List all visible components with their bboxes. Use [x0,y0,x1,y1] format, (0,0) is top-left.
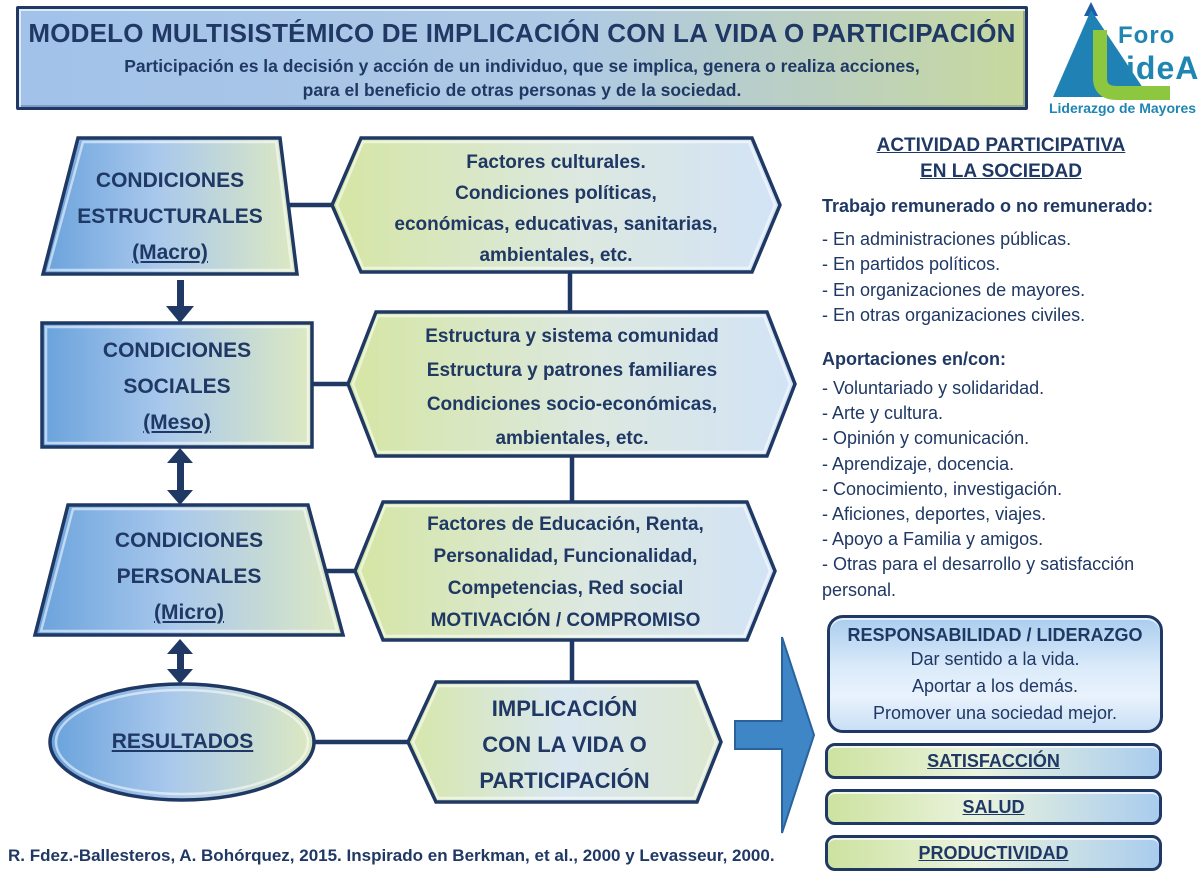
double-arrow-down-head-icon [167,490,193,505]
hexagon-factores-culturales [330,136,782,274]
bevel [351,314,792,454]
responsabilidad-line: Dar sentido a la vida. [910,649,1080,669]
work-item-list: - En administraciones públicas. - En par… [822,227,1194,329]
label-hexagon-factores-culturales: Factores culturales. Condiciones polític… [394,152,718,266]
down-arrow-head-icon [166,306,194,323]
contrib-item: - Opinión y comunicación. [822,428,1030,449]
contrib-item-list: - Voluntariado y solidaridad. - Arte y c… [822,376,1194,603]
double-arrow-icon [177,459,184,495]
bar-satisfaccion: SATISFACCIÓN [825,743,1162,779]
footer-citation: R. Fdez.-Ballesteros, A. Bohórquez, 2015… [8,846,775,865]
label-condiciones-estructurales: CONDICIONES ESTRUCTURALES (Macro) [77,169,263,264]
label-hexagon-estructura-comunidad: Estructura y sistema comunidad Estructur… [425,326,719,449]
flow-arrows [166,280,194,684]
bevel [39,507,339,633]
label-condiciones-personales: CONDICIONES PERSONALES (Micro) [114,529,264,624]
responsabilidad-box: RESPONSABILIDAD / LIDERAZGO Dar sentido … [827,615,1163,733]
contrib-item: - Arte y cultura. [822,403,944,424]
contrib-item: - Conocimiento, investigación. [822,478,1063,499]
double-arrow-up-head-icon [167,448,193,463]
contrib-item: - Aficiones, deportes, viajes. [822,504,1047,525]
bevel [54,688,310,796]
slide-title: MODELO MULTISISTÉMICO DE IMPLICACIÓN CON… [28,18,1016,48]
label-condiciones-sociales: CONDICIONES SOCIALES (Meso) [102,339,252,434]
bar-productividad: PRODUCTIVIDAD [825,835,1162,871]
title-banner: MODELO MULTISISTÉMICO DE IMPLICACIÓN CON… [16,6,1028,110]
down-arrow-icon [177,280,184,308]
work-section-title: Trabajo remunerado o no remunerado: [822,196,1154,216]
responsabilidad-line: Promover una sociedad mejor. [872,703,1118,723]
bevel [46,140,294,272]
double-arrow2-icon [177,651,184,673]
contrib-item: - Otras para el desarrollo y satisfacció… [822,554,1135,600]
node-condiciones-personales [32,503,346,637]
node-resultados [48,682,316,802]
big-right-arrow-icon [734,636,816,834]
work-item: - En administraciones públicas. [822,229,1072,249]
bar-salud: SALUD [825,789,1162,825]
contrib-item: - Apoyo a Familia y amigos. [822,529,1044,550]
slide-subtitle-line1: Participación es la decisión y acción de… [124,56,920,76]
work-item: - En organizaciones de mayores. [822,279,1086,300]
logo-text-foro: Foro [1118,22,1176,49]
responsabilidad-title: RESPONSABILIDAD / LIDERAZGO [847,625,1143,645]
responsabilidad-line: Aportar a los demás. [911,676,1079,696]
hexagon-factores-educacion [353,500,777,642]
slide-subtitle-line2: para el beneficio de otras personas y de… [302,80,742,100]
label-resultados: RESULTADOS [111,730,254,753]
node-condiciones-sociales [40,321,314,449]
double-arrow2-up-head-icon [167,639,193,654]
label-hexagon-factores-educacion: Factores de Educación, Renta, Personalid… [427,514,704,631]
work-item: - En otras organizaciones civiles. [822,305,1086,326]
bevel [335,140,777,270]
logo-apex-icon [1084,2,1098,16]
logo-triangle-icon [1053,2,1170,100]
logo-green-l-icon [1093,30,1170,100]
node-condiciones-estructurales [40,136,299,276]
bevel [411,684,718,800]
connector-lines [284,202,575,745]
bevel [358,504,772,638]
contrib-item: - Aprendizaje, docencia. [822,453,1015,474]
hexagon-implicacion [406,680,723,804]
double-arrow2-down-head-icon [167,669,193,684]
logo-tagline: Liderazgo de Mayores [1048,100,1197,116]
hexagon-estructura-comunidad [346,310,797,458]
panel-header: ACTIVIDAD PARTICIPATIVA EN LA SOCIEDAD [876,135,1126,182]
label-hexagon-implicacion: IMPLICACIÓN CON LA VIDA O PARTICIPACIÓN [479,696,650,793]
logo-text-idea: ideA [1126,50,1200,86]
contrib-item: - Voluntariado y solidaridad. [822,378,1045,398]
contrib-section-title: Aportaciones en/con: [822,349,1007,369]
bevel [44,325,310,445]
work-item: - En partidos políticos. [822,254,1001,275]
